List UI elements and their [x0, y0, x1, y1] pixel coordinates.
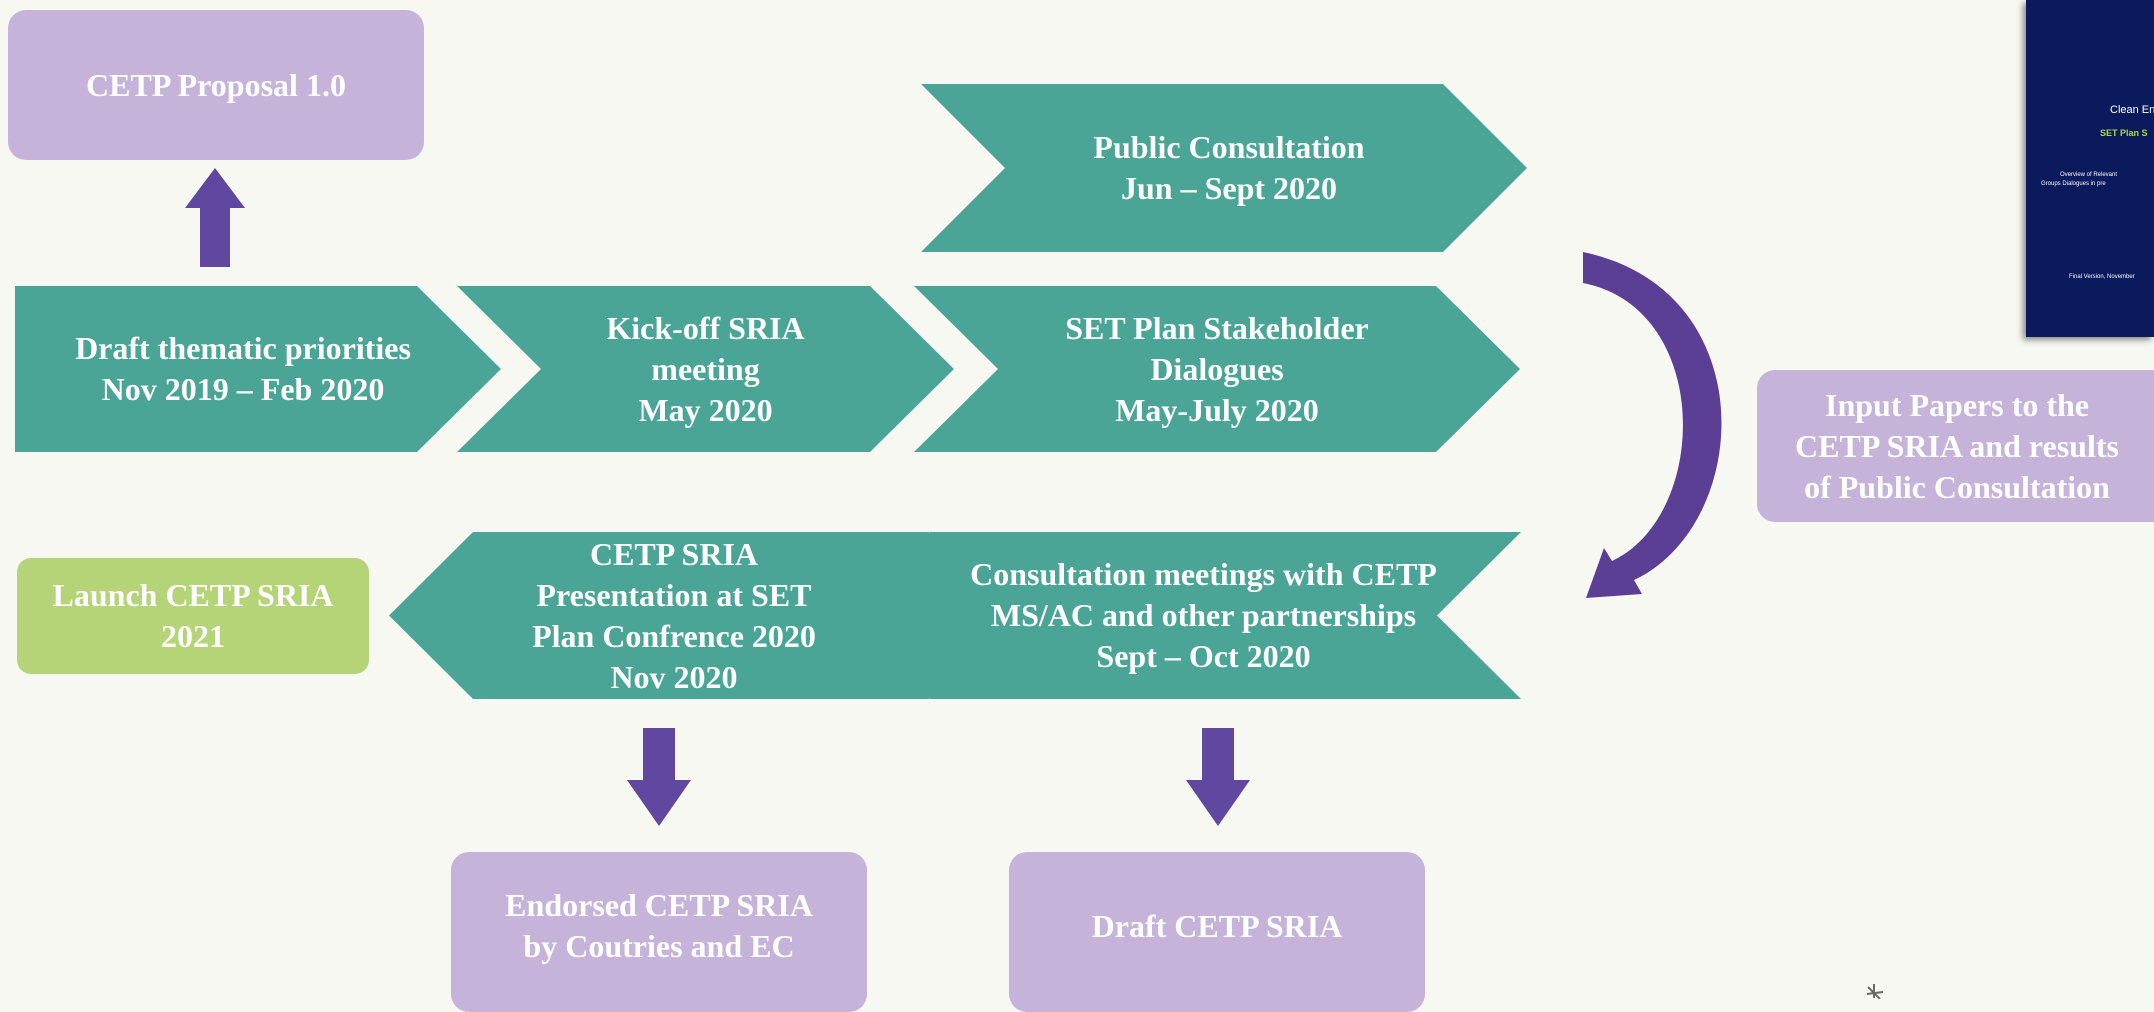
down-arrow-draft: [1186, 728, 1250, 826]
draft-sria-box: Draft CETP SRIA: [1009, 852, 1425, 1012]
input-papers-box: Input Papers to the CETP SRIA and result…: [1757, 370, 2154, 522]
endorsed-sria-box: Endorsed CETP SRIA by Coutries and EC: [451, 852, 867, 1012]
curved-return-arrow: [1583, 252, 1722, 598]
kickoff-meeting-step: Kick-off SRIA meeting May 2020: [457, 286, 954, 452]
stakeholder-dialogues-step: SET Plan Stakeholder Dialogues May-July …: [914, 286, 1520, 452]
thumb-line-4: Groups Dialogues in pre: [2041, 181, 2106, 187]
public-consultation-label: Public Consultation Jun – Sept 2020: [1093, 129, 1365, 206]
input-papers-label: Input Papers to the CETP SRIA and result…: [1795, 386, 2119, 505]
stakeholder-dialogues-label: SET Plan Stakeholder Dialogues May-July …: [1065, 309, 1369, 428]
endorsed-sria-label: Endorsed CETP SRIA by Coutries and EC: [505, 887, 813, 964]
up-arrow: [185, 168, 245, 267]
small-star-icon: [1866, 984, 1884, 999]
public-consultation-step: Public Consultation Jun – Sept 2020: [921, 84, 1527, 252]
consultation-meetings-label: Consultation meetings with CETP MS/AC an…: [970, 556, 1437, 674]
presentation-step: CETP SRIA Presentation at SET Plan Confr…: [389, 532, 929, 699]
draft-thematic-priorities-step: Draft thematic priorities Nov 2019 – Feb…: [15, 286, 501, 452]
down-arrow-endorsed: [627, 728, 691, 826]
launch-box: Launch CETP SRIA 2021: [17, 558, 369, 674]
consultation-meetings-step: Consultation meetings with CETP MS/AC an…: [846, 532, 1521, 699]
kickoff-meeting-label: Kick-off SRIA meeting May 2020: [606, 309, 805, 428]
cetp-proposal-box: CETP Proposal 1.0: [8, 10, 424, 160]
draft-thematic-priorities-label: Draft thematic priorities Nov 2019 – Feb…: [75, 330, 411, 407]
document-thumbnail: Clean En SET Plan S Overview of Relevant…: [2026, 0, 2154, 337]
cetp-proposal-label: CETP Proposal 1.0: [86, 66, 346, 103]
thumb-line-3: Overview of Relevant: [2060, 172, 2118, 178]
thumb-line-2: SET Plan S: [2100, 128, 2148, 138]
draft-sria-label: Draft CETP SRIA: [1091, 907, 1343, 944]
thumb-line-1: Clean En: [2110, 104, 2154, 116]
thumb-line-5: Final Version, November: [2069, 274, 2135, 280]
launch-label: Launch CETP SRIA 2021: [52, 577, 334, 654]
presentation-label: CETP SRIA Presentation at SET Plan Confr…: [532, 535, 816, 695]
